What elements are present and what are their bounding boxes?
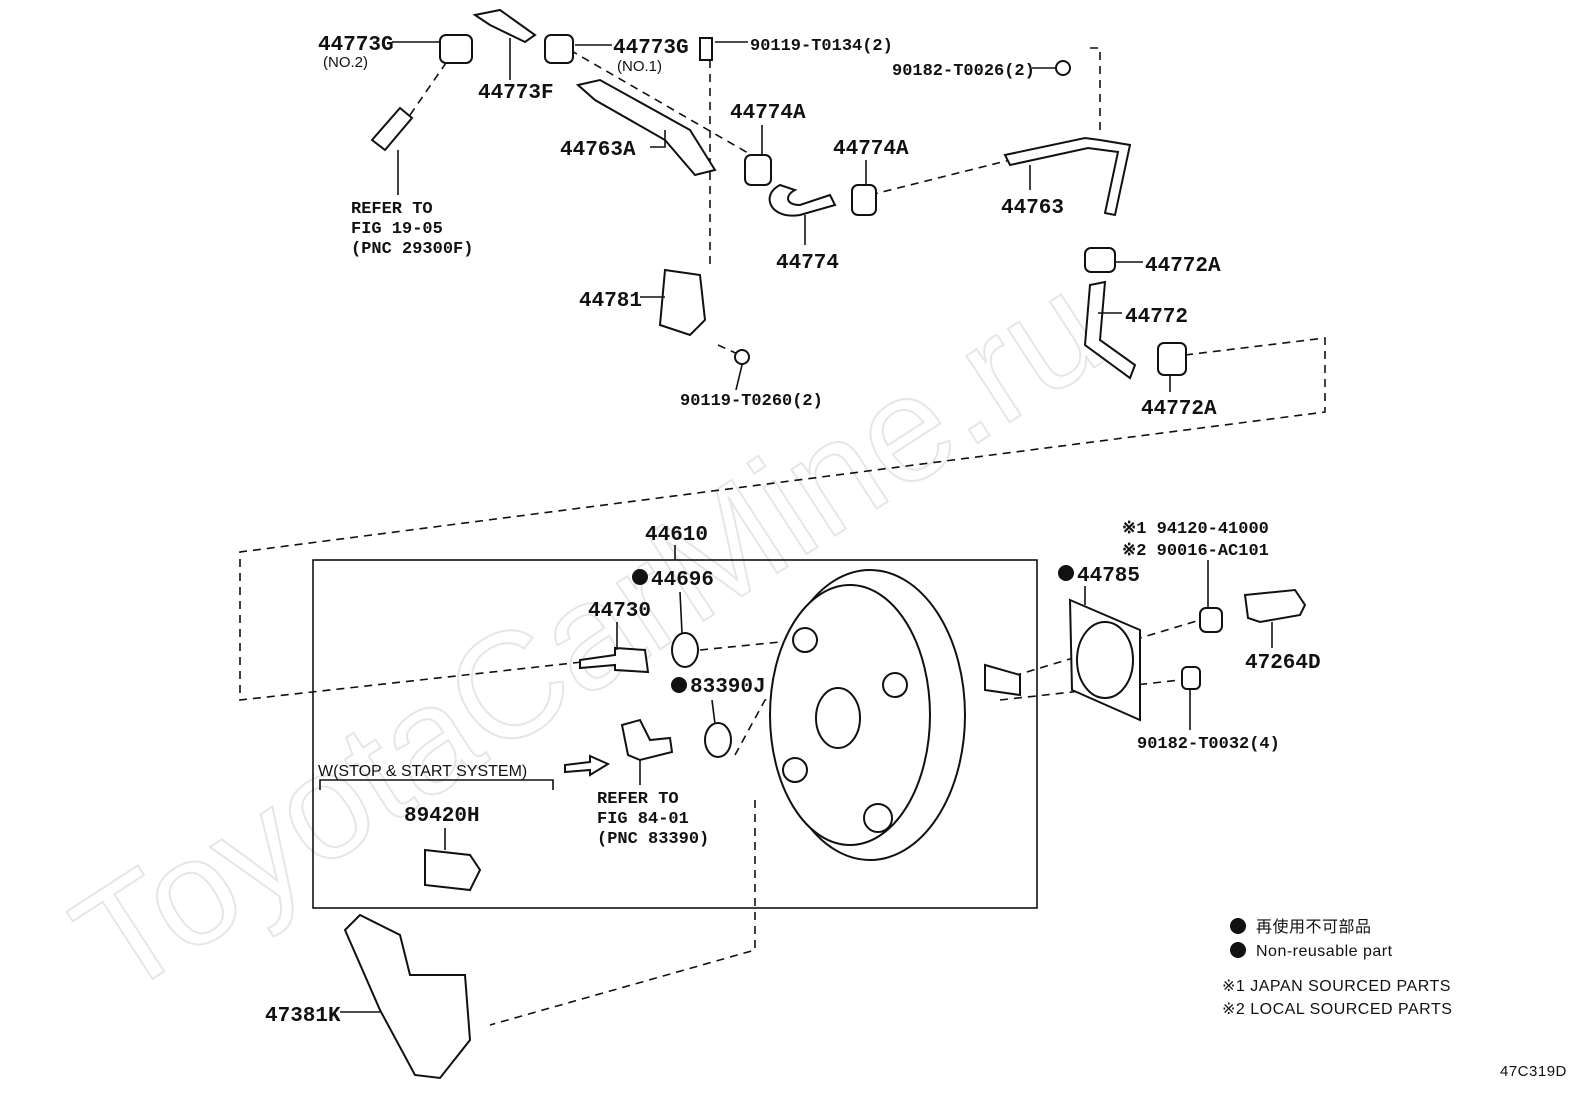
- non-reusable-dot-icon: [1230, 918, 1246, 934]
- clamp-44773g-no1: [544, 34, 574, 64]
- label-94120-41000: ※1 94120-41000: [1122, 520, 1269, 539]
- part-shapes: [343, 8, 1307, 1080]
- grommet-83390j: [704, 722, 732, 758]
- valve-ref-29300f: [370, 106, 414, 152]
- label-44763a: 44763A: [560, 139, 636, 162]
- label-44774a-1: 44774A: [730, 102, 806, 125]
- sensor-89420h: [424, 848, 482, 892]
- label-44785: 44785: [1077, 565, 1140, 588]
- label-44696: 44696: [651, 569, 714, 592]
- label-47381k: 47381K: [265, 1005, 341, 1028]
- label-refer1-line2: FIG 19-05: [351, 220, 443, 239]
- label-44781: 44781: [579, 290, 642, 313]
- label-44773f: 44773F: [478, 82, 554, 105]
- label-89420h: 89420H: [404, 805, 480, 828]
- non-reusable-dot-icon: [1058, 565, 1074, 581]
- bracket-47381k: [343, 913, 472, 1080]
- nut-90182-t0032: [1181, 666, 1201, 690]
- label-90119-t0134: 90119-T0134(2): [750, 37, 893, 56]
- hose-44773f: [472, 8, 537, 44]
- bolt-90119-t0260: [734, 349, 750, 365]
- legend-non-reusable-jp: 再使用不可部品: [1256, 918, 1372, 936]
- nut-90182-t0026: [1055, 60, 1071, 76]
- bracket-44781: [658, 268, 707, 337]
- label-44774a-2: 44774A: [833, 138, 909, 161]
- clamp-44772a-1: [1084, 247, 1116, 273]
- label-90182-t0032: 90182-T0032(4): [1137, 735, 1280, 754]
- label-refer2-line1: REFER TO: [597, 790, 679, 809]
- label-90119-t0260: 90119-T0260(2): [680, 392, 823, 411]
- clamp-44774a-2: [851, 184, 877, 216]
- clamp-44773g-no2: [439, 34, 473, 64]
- legend-note1: ※1 JAPAN SOURCED PARTS: [1222, 978, 1451, 995]
- legend-non-reusable-en: Non-reusable part: [1256, 943, 1393, 960]
- part-labels: 44773G (NO.2) 44773F 44773G (NO.1) 90119…: [265, 34, 1321, 1028]
- legend: 再使用不可部品 Non-reusable part ※1 JAPAN SOURC…: [1222, 918, 1452, 1018]
- legend-note2: ※2 LOCAL SOURCED PARTS: [1222, 1001, 1452, 1018]
- bracket-47264d: [1243, 588, 1307, 624]
- label-no2: (NO.2): [323, 54, 368, 71]
- label-refer1-line3: (PNC 29300F): [351, 240, 473, 259]
- label-44774: 44774: [776, 252, 839, 275]
- watermark: ToyotaCarMine.ru: [46, 241, 1130, 1027]
- label-44763: 44763: [1001, 197, 1064, 220]
- nut-94120-41000: [1199, 607, 1223, 633]
- leader-lines: [319, 38, 1273, 1013]
- label-refer2-line3: (PNC 83390): [597, 830, 709, 849]
- label-44772a-1: 44772A: [1145, 255, 1221, 278]
- hose-44774: [768, 183, 837, 217]
- label-90182-t0026: 90182-T0026(2): [892, 62, 1035, 81]
- label-44772: 44772: [1125, 306, 1188, 329]
- label-no1: (NO.1): [617, 58, 662, 75]
- label-83390j: 83390J: [690, 676, 766, 699]
- non-reusable-dot-icon: [1230, 942, 1246, 958]
- non-reusable-dot-icon: [671, 677, 687, 693]
- label-47264d: 47264D: [1245, 652, 1321, 675]
- pipe-44763: [1003, 136, 1132, 217]
- label-refer1-line1: REFER TO: [351, 200, 433, 219]
- label-44730: 44730: [588, 600, 651, 623]
- label-44772a-2: 44772A: [1141, 398, 1217, 421]
- label-refer2-line2: FIG 84-01: [597, 810, 689, 829]
- arrow-icon: [564, 754, 611, 777]
- clamp-44772a-2: [1157, 342, 1187, 376]
- label-90016-ac101: ※2 90016-AC101: [1122, 542, 1269, 561]
- clamp-44774a-1: [744, 154, 772, 186]
- grommet-44696: [671, 632, 699, 668]
- pipe-44763a: [575, 78, 717, 177]
- label-stop-start: W(STOP & START SYSTEM): [318, 763, 527, 780]
- bolt-90119-t0134: [699, 37, 713, 61]
- check-valve-44730: [579, 646, 650, 674]
- non-reusable-dot-icon: [632, 569, 648, 585]
- hose-44772: [1083, 280, 1137, 380]
- figure-code: 47C319D: [1500, 1063, 1567, 1080]
- label-44773g-no1: 44773G: [613, 37, 689, 60]
- label-44773g-no2: 44773G: [318, 34, 394, 57]
- label-44610: 44610: [645, 524, 708, 547]
- sensor-ref-83390: [620, 718, 674, 762]
